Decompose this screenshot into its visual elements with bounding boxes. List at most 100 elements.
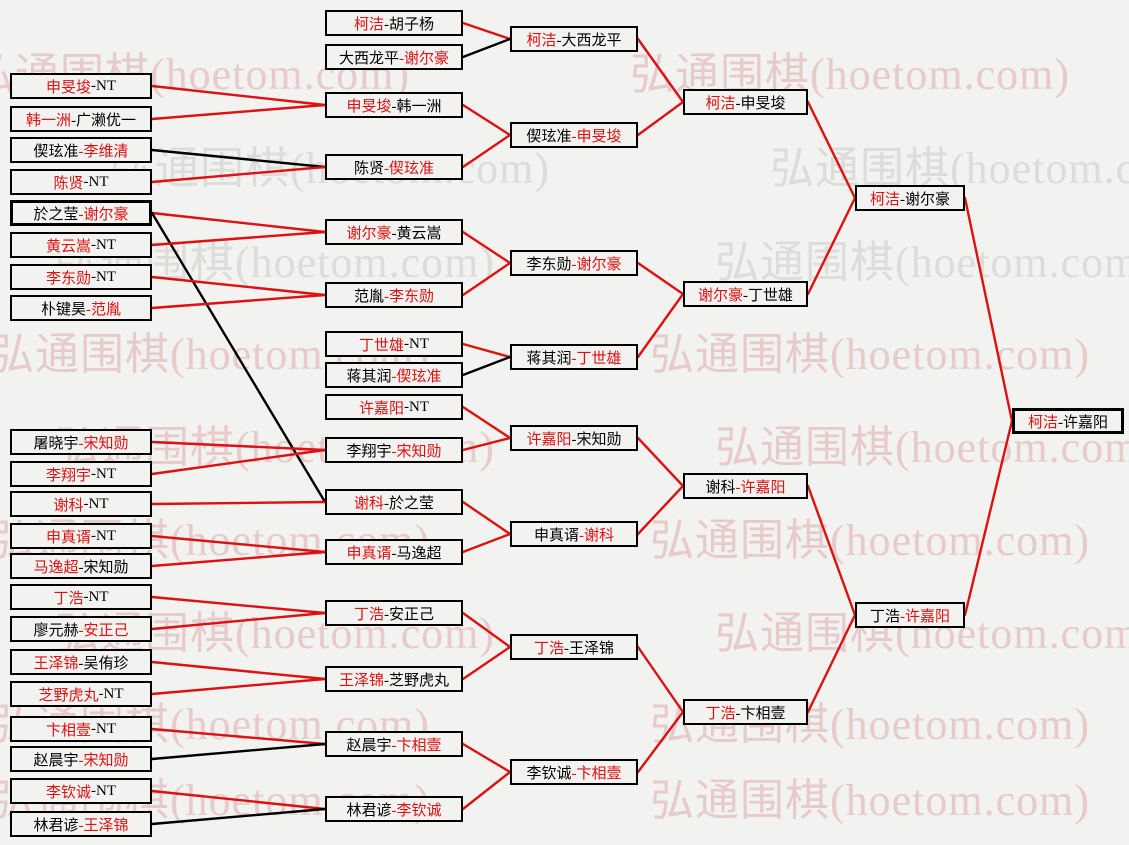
connector-line-b5-c5 bbox=[150, 211, 327, 234]
player-name-first: 丁世雄 bbox=[358, 337, 404, 354]
player-name-first: 蒋其润 bbox=[346, 368, 392, 385]
match-node-b17: 芝野虎丸-NT bbox=[10, 681, 152, 707]
watermark-text: 弘通围棋(hoetom.com) bbox=[650, 330, 1091, 379]
match-node-e3: 谢科-许嘉阳 bbox=[683, 473, 808, 499]
player-name-first: 柯洁 bbox=[353, 16, 384, 33]
watermark-text: 弘通围棋(hoetom.com) bbox=[650, 516, 1091, 565]
player-name-second: -NT bbox=[91, 236, 116, 253]
player-name-second: -NT bbox=[91, 465, 116, 482]
player-name-second: -许嘉阳 bbox=[900, 608, 950, 625]
player-name-second: -许嘉阳 bbox=[735, 479, 786, 496]
connector-line-b11-c11 bbox=[150, 500, 327, 506]
connector-line-c11-d6 bbox=[461, 500, 512, 536]
connector-line-c10-d5 bbox=[461, 436, 512, 452]
player-name-second: -申旻埈 bbox=[571, 128, 622, 145]
match-node-d7: 丁浩-王泽锦 bbox=[510, 634, 638, 660]
match-node-b21: 林君谚-王泽锦 bbox=[10, 811, 152, 837]
connector-line-d4-e2 bbox=[636, 292, 685, 359]
connector-line-c7-d4 bbox=[461, 342, 512, 359]
match-node-b12: 申真谞-NT bbox=[10, 523, 152, 549]
player-name-second: -申旻埈 bbox=[735, 95, 786, 112]
player-name-first: 大西龙平 bbox=[338, 50, 399, 67]
match-node-b4: 陈贤-NT bbox=[10, 169, 152, 195]
match-node-b7: 李东勋-NT bbox=[10, 264, 152, 290]
player-name-first: 李东勋 bbox=[526, 256, 572, 273]
match-node-b15: 廖元赫-安正己 bbox=[10, 616, 152, 642]
connector-line-f1-g1 bbox=[963, 196, 1014, 423]
player-name-second: -NT bbox=[404, 335, 429, 352]
player-name-second: -谢尔豪 bbox=[900, 191, 950, 208]
player-name-first: 廖元赫 bbox=[33, 622, 79, 639]
player-name-second: -李东勋 bbox=[384, 288, 434, 305]
match-node-c6: 范胤-李东勋 bbox=[325, 282, 463, 308]
connector-line-b5-c11 bbox=[150, 211, 327, 504]
player-name-first: 丁浩 bbox=[533, 640, 564, 657]
player-name-first: 许嘉阳 bbox=[358, 400, 404, 417]
player-name-second: -谢尔豪 bbox=[571, 256, 622, 273]
connector-line-b19-c15 bbox=[150, 742, 327, 761]
player-name-second: -丁世雄 bbox=[571, 350, 622, 367]
player-name-second: -芝野虎丸 bbox=[384, 672, 449, 689]
watermark-text: 弘通围棋(hoetom.com) bbox=[650, 776, 1091, 825]
match-node-c4: 陈贤-偰玹准 bbox=[325, 154, 463, 180]
player-name-first: 林君谚 bbox=[346, 802, 392, 819]
connector-line-b8-c6 bbox=[150, 293, 327, 310]
connector-line-c12-d6 bbox=[461, 532, 512, 554]
match-node-b1: 申旻埈-NT bbox=[10, 73, 152, 99]
match-node-d2: 偰玹准-申旻埈 bbox=[510, 122, 638, 148]
connector-line-e2-f1 bbox=[806, 196, 857, 296]
match-node-b16: 王泽锦-吴侑珍 bbox=[10, 649, 152, 675]
match-node-c16: 林君谚-李钦诚 bbox=[325, 796, 463, 822]
player-name-second: -NT bbox=[91, 782, 116, 799]
player-name-second: -卞相壹 bbox=[571, 765, 622, 782]
player-name-second: -谢尔豪 bbox=[78, 206, 129, 223]
player-name-first: 朴键昊 bbox=[40, 301, 86, 318]
player-name-second: -吴侑珍 bbox=[78, 655, 129, 672]
player-name-second: -NT bbox=[98, 685, 124, 702]
player-name-second: -谢科 bbox=[579, 527, 614, 544]
match-node-e1: 柯洁-申旻埈 bbox=[683, 89, 808, 115]
match-node-b18: 卞相壹-NT bbox=[10, 716, 152, 742]
match-node-b5: 於之莹-谢尔豪 bbox=[10, 200, 152, 226]
player-name-second: -宋知勋 bbox=[78, 435, 129, 452]
match-node-b2: 韩一洲-广濑优一 bbox=[10, 106, 152, 132]
connector-line-d8-e4 bbox=[636, 710, 685, 774]
connector-line-b20-c16 bbox=[150, 789, 327, 811]
match-node-d6: 申真谞-谢科 bbox=[510, 521, 638, 547]
match-node-c3: 申旻埈-韩一洲 bbox=[325, 92, 463, 118]
player-name-first: 许嘉阳 bbox=[526, 431, 572, 448]
connector-line-b18-c15 bbox=[150, 727, 327, 746]
connector-line-c14-d7 bbox=[461, 645, 512, 681]
match-node-b11: 谢科-NT bbox=[10, 491, 152, 517]
connector-line-b3-c4 bbox=[150, 148, 327, 169]
player-name-first: 谢科 bbox=[353, 495, 384, 512]
player-name-first: 屠晓宇 bbox=[33, 435, 79, 452]
player-name-first: 陈贤 bbox=[53, 175, 84, 192]
match-node-f1: 柯洁-谢尔豪 bbox=[855, 185, 965, 211]
player-name-second: -许嘉阳 bbox=[1058, 414, 1108, 431]
player-name-first: 申真谞 bbox=[533, 527, 579, 544]
match-node-f2: 丁浩-许嘉阳 bbox=[855, 602, 965, 628]
player-name-second: -宋知勋 bbox=[78, 752, 129, 769]
watermark-text: 弘通围棋(hoetom.com) bbox=[715, 238, 1129, 287]
connector-line-c6-d3 bbox=[461, 261, 512, 297]
player-name-second: -安正己 bbox=[384, 606, 434, 623]
player-name-first: 蒋其润 bbox=[526, 350, 572, 367]
player-name-first: 谢科 bbox=[705, 479, 736, 496]
player-name-first: 赵晨宇 bbox=[33, 752, 79, 769]
match-node-c2: 大西龙平-谢尔豪 bbox=[325, 44, 463, 70]
player-name-second: -偰玹准 bbox=[391, 368, 442, 385]
player-name-first: 丁浩 bbox=[353, 606, 384, 623]
connector-line-b4-c4 bbox=[150, 165, 327, 184]
match-node-b6: 黄云嵩-NT bbox=[10, 232, 152, 258]
player-name-second: -丁世雄 bbox=[743, 287, 793, 304]
watermark-text: 弘通围棋(hoetom.com) bbox=[770, 144, 1129, 193]
match-node-c14: 王泽锦-芝野虎丸 bbox=[325, 666, 463, 692]
connector-line-f2-g1 bbox=[963, 419, 1014, 617]
player-name-second: -安正己 bbox=[78, 622, 129, 639]
match-node-d3: 李东勋-谢尔豪 bbox=[510, 250, 638, 276]
player-name-second: -NT bbox=[91, 268, 116, 285]
player-name-second: -NT bbox=[404, 398, 429, 415]
player-name-first: 柯洁 bbox=[1027, 414, 1058, 431]
